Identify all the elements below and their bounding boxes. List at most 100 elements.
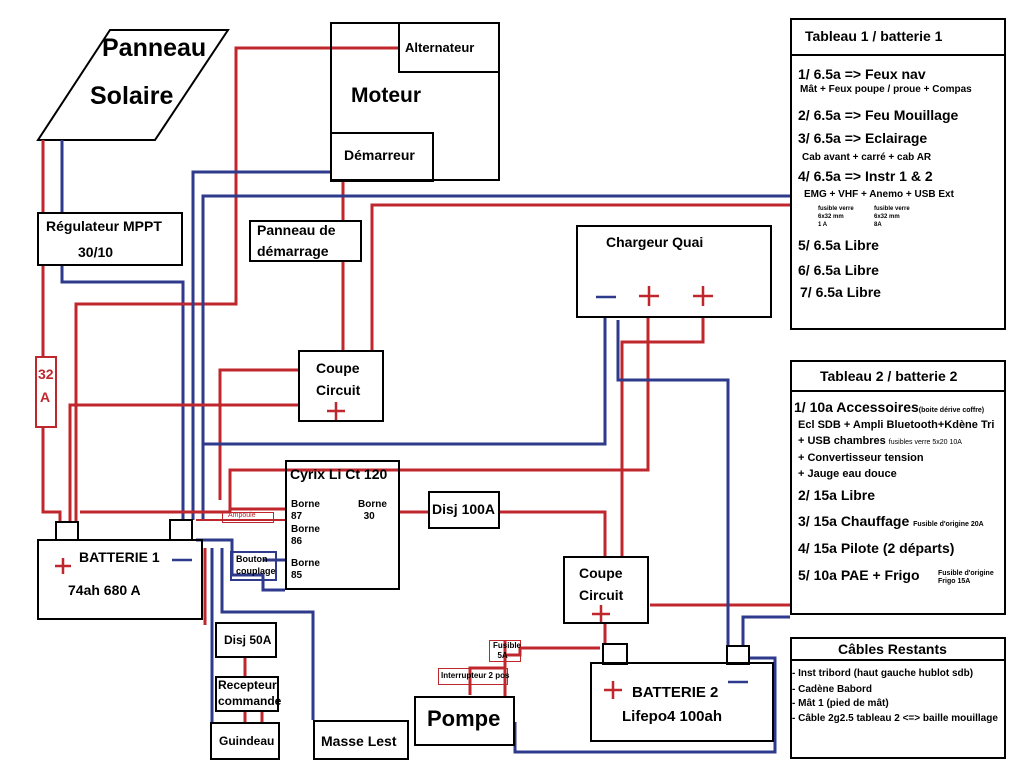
panel-2-detail-2-label: + USB chambres [798, 435, 886, 447]
panel-1-circuit-6: 6/ 6.5a Libre [798, 262, 879, 278]
plus-b1 [55, 558, 71, 574]
panel-1-circuit-3-detail: Cab avant + carré + cab AR [802, 152, 932, 163]
battery-1-box[interactable] [37, 539, 203, 620]
panel-1-circuit-4: 4/ 6.5a => Instr 1 & 2 [798, 168, 933, 184]
pump-switch-label: Interrupteur 2 pos [441, 671, 510, 680]
b2-terminal-neg [726, 645, 750, 665]
pump-fuse-label: Fusible 5A [493, 641, 521, 661]
wire-b1-neg-cyrix [196, 538, 285, 592]
keel-ground-label: Masse Lest [321, 733, 397, 749]
wire-cc1-bat [218, 368, 300, 500]
bulb-label: Ampoule [228, 512, 256, 519]
panel-2-circuit-5-note-2: Frigo 15A [938, 578, 971, 585]
panel-2-circuit-4: 4/ 15a Pilote (2 départs) [798, 540, 955, 556]
cyrix-borne-86-label: Borne [291, 524, 320, 535]
shore-charger-label: Chargeur Quai [606, 234, 704, 250]
panel-1-header [790, 18, 1006, 56]
wire-cc1-bat2 [68, 403, 298, 522]
panel-1-fuse-note-2b: 6x32 mm [874, 214, 900, 220]
breaker-50a-label: Disj 50A [224, 633, 272, 647]
starter-box[interactable] [330, 132, 434, 182]
shore-charger-box[interactable] [576, 225, 772, 318]
keel-ground-box[interactable] [313, 720, 409, 760]
regulator-box[interactable] [37, 212, 183, 266]
regulator-label-2: 30/10 [78, 244, 114, 260]
wire-chg-pos2 [620, 318, 705, 556]
wire-lest [220, 548, 315, 720]
wire-b2-neg [616, 320, 730, 646]
remaining-cable-1: - Inst tribord (haut gauche hublot sdb) [792, 668, 974, 679]
plus-chg2 [693, 286, 713, 306]
panel-1-circuit-5: 5/ 6.5a Libre [798, 237, 879, 253]
panel-1-circuit-4-detail: EMG + VHF + Anemo + USB Ext [804, 189, 954, 200]
wire-b1-cyrix [80, 507, 285, 514]
cyrix-borne-85-label: Borne [291, 558, 320, 569]
engine-label: Moteur [351, 84, 421, 107]
wire-pump-neg [513, 656, 777, 754]
wire-t1-pos [370, 203, 790, 350]
battery-2-box[interactable] [590, 662, 774, 742]
remaining-cable-4: - Câble 2g2.5 tableau 2 <=> baille mouil… [792, 713, 998, 724]
start-panel-box[interactable] [249, 220, 362, 262]
windlass-receiver-box[interactable] [215, 676, 279, 712]
breaker-2-label-1: Coupe [579, 565, 623, 581]
cyrix-box[interactable] [285, 460, 400, 590]
panel-2-circuit-3: 3/ 15a Chauffage Fusible d'origine 20A [798, 513, 984, 529]
fuse-32a-label-2: A [40, 389, 51, 405]
panel-1-fuse-note-2a: fusible verre [874, 206, 910, 212]
start-panel-label-2: démarrage [257, 243, 329, 259]
cyrix-title: Cyrix Li Ct 120 [290, 466, 388, 482]
panel-2-detail-4: + Jauge eau douce [798, 468, 897, 480]
regulator-label-1: Régulateur MPPT [46, 218, 162, 234]
battery-1-title: BATTERIE 1 [79, 549, 160, 565]
panel-2-circuit-1-note: (boite dérive coffre) [918, 407, 985, 414]
remaining-cables-header [790, 637, 1006, 661]
b2-terminal-pos [602, 643, 628, 665]
panel-1-circuit-2: 2/ 6.5a => Feu Mouillage [798, 107, 959, 123]
panel-2-header [790, 360, 1006, 392]
wire-chg-pos1 [228, 318, 650, 510]
cyrix-borne-87-label: Borne [291, 499, 320, 510]
panel-1-fuse-note-1a: fusible verre [818, 206, 854, 212]
panel-2-detail-2: + USB chambres fusibles verre 5x20 10A [798, 435, 962, 447]
panel-2-circuit-3-note: Fusible d'origine 20A [913, 521, 984, 528]
coupling-button-label-2: couplage [236, 566, 276, 576]
pump-fuse-label-1: Fusible [493, 641, 522, 650]
remaining-cables-title: Câbles Restants [838, 641, 947, 657]
panel-1-title: Tableau 1 / batterie 1 [805, 28, 943, 44]
panel-2-circuit-2: 2/ 15a Libre [798, 487, 876, 503]
cyrix-borne-30-label: Borne [358, 499, 387, 510]
alternator-label: Alternateur [405, 40, 475, 55]
breaker-50a-box[interactable] [215, 622, 277, 658]
fuse-32a[interactable] [35, 356, 57, 428]
panel-2-detail-3: + Convertisseur tension [798, 452, 924, 464]
bulb-box [222, 512, 274, 523]
pump-fuse-box[interactable] [489, 640, 521, 662]
pump-switch-box[interactable] [438, 668, 508, 685]
cyrix-borne-30: Borne 30 [358, 499, 387, 523]
coupling-button-box[interactable] [230, 551, 277, 581]
breaker-1-box[interactable] [298, 350, 384, 422]
panel-1-fuse-note-1c: 1 A [818, 222, 828, 228]
breaker-2-box[interactable] [563, 556, 649, 624]
panel-1-fuse-note-2c: 8A [874, 222, 882, 228]
remaining-cable-3: - Mât 1 (pied de mât) [792, 698, 889, 709]
remaining-cable-2: - Cadène Babord [792, 684, 873, 695]
b1-terminal-neg [169, 519, 193, 541]
panel-1-circuit-3: 3/ 6.5a => Eclairage [798, 130, 928, 146]
breaker-100a-box[interactable] [428, 491, 500, 529]
pump-box[interactable] [414, 696, 515, 746]
panel-1-circuit-1-detail: Mât + Feux poupe / proue + Compas [800, 84, 972, 95]
wire-chg-neg [203, 318, 607, 446]
battery-1-spec: 74ah 680 A [68, 582, 141, 598]
panel-1-fuse-note-2: fusible verre 6x32 mm 8A [874, 205, 910, 229]
windlass-box[interactable] [210, 722, 280, 760]
panel-2-title: Tableau 2 / batterie 2 [820, 368, 958, 384]
alternator-box[interactable] [398, 22, 500, 73]
